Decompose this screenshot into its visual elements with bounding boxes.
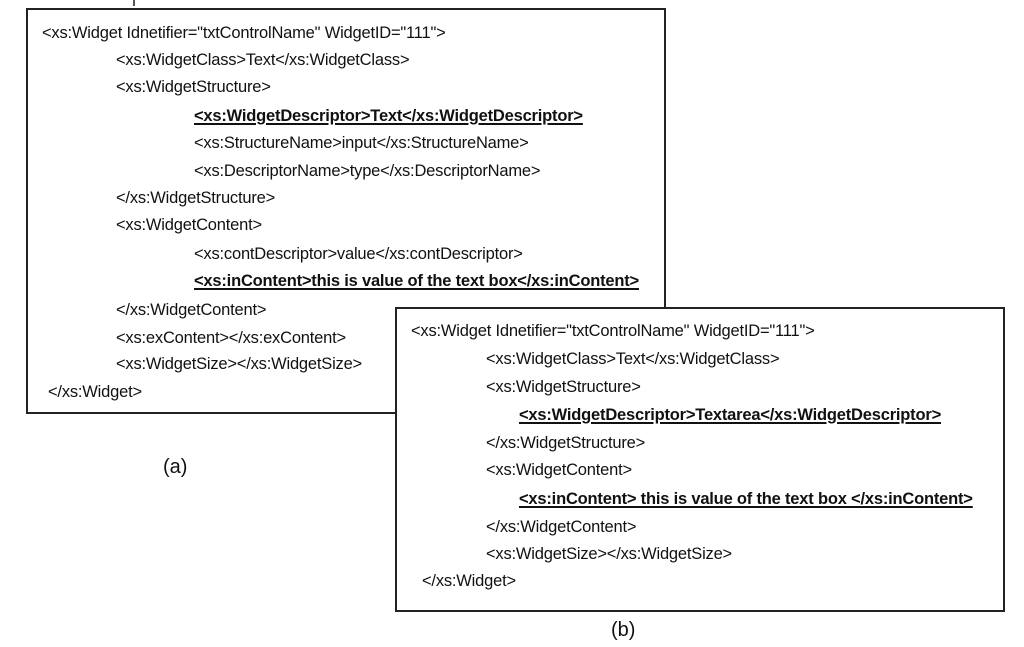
code-line: </xs:WidgetStructure> (116, 189, 276, 207)
code-line: <xs:WidgetContent> (116, 216, 262, 234)
code-line: <xs:WidgetSize></xs:WidgetSize> (116, 355, 362, 373)
code-line-highlighted: <xs:inContent> this is value of the text… (519, 490, 973, 508)
code-line: </xs:WidgetContent> (116, 301, 267, 319)
xml-panel-a: <xs:Widget Idnetifier="txtControlName" W… (26, 8, 666, 414)
caption-b: (b) (611, 619, 636, 641)
caption-a: (a) (163, 456, 188, 478)
code-line-highlighted: <xs:inContent>this is value of the text … (194, 272, 639, 290)
xml-panel-b: <xs:Widget Idnetifier="txtControlName" W… (395, 307, 1005, 612)
code-line: <xs:WidgetClass>Text</xs:WidgetClass> (486, 350, 780, 368)
code-line: </xs:Widget> (48, 383, 142, 401)
code-line: <xs:WidgetSize></xs:WidgetSize> (486, 545, 732, 563)
code-line: <xs:Widget Idnetifier="txtControlName" W… (411, 322, 815, 340)
code-line: <xs:WidgetStructure> (486, 378, 641, 396)
code-line: </xs:Widget> (422, 572, 516, 590)
stray-tick-mark (133, 0, 135, 6)
code-line-highlighted: <xs:WidgetDescriptor>Text</xs:WidgetDesc… (194, 107, 583, 125)
code-line: <xs:WidgetStructure> (116, 78, 271, 96)
code-line: <xs:StructureName>input</xs:StructureNam… (194, 134, 529, 152)
code-line: <xs:contDescriptor>value</xs:contDescrip… (194, 245, 523, 263)
code-line: </xs:WidgetContent> (486, 518, 637, 536)
code-line: <xs:Widget Idnetifier="txtControlName" W… (42, 24, 446, 42)
code-line: <xs:WidgetClass>Text</xs:WidgetClass> (116, 51, 410, 69)
code-line: </xs:WidgetStructure> (486, 434, 646, 452)
code-line: <xs:exContent></xs:exContent> (116, 329, 346, 347)
code-line: <xs:DescriptorName>type</xs:DescriptorNa… (194, 162, 541, 180)
code-line-highlighted: <xs:WidgetDescriptor>Textarea</xs:Widget… (519, 406, 942, 424)
code-line: <xs:WidgetContent> (486, 461, 632, 479)
